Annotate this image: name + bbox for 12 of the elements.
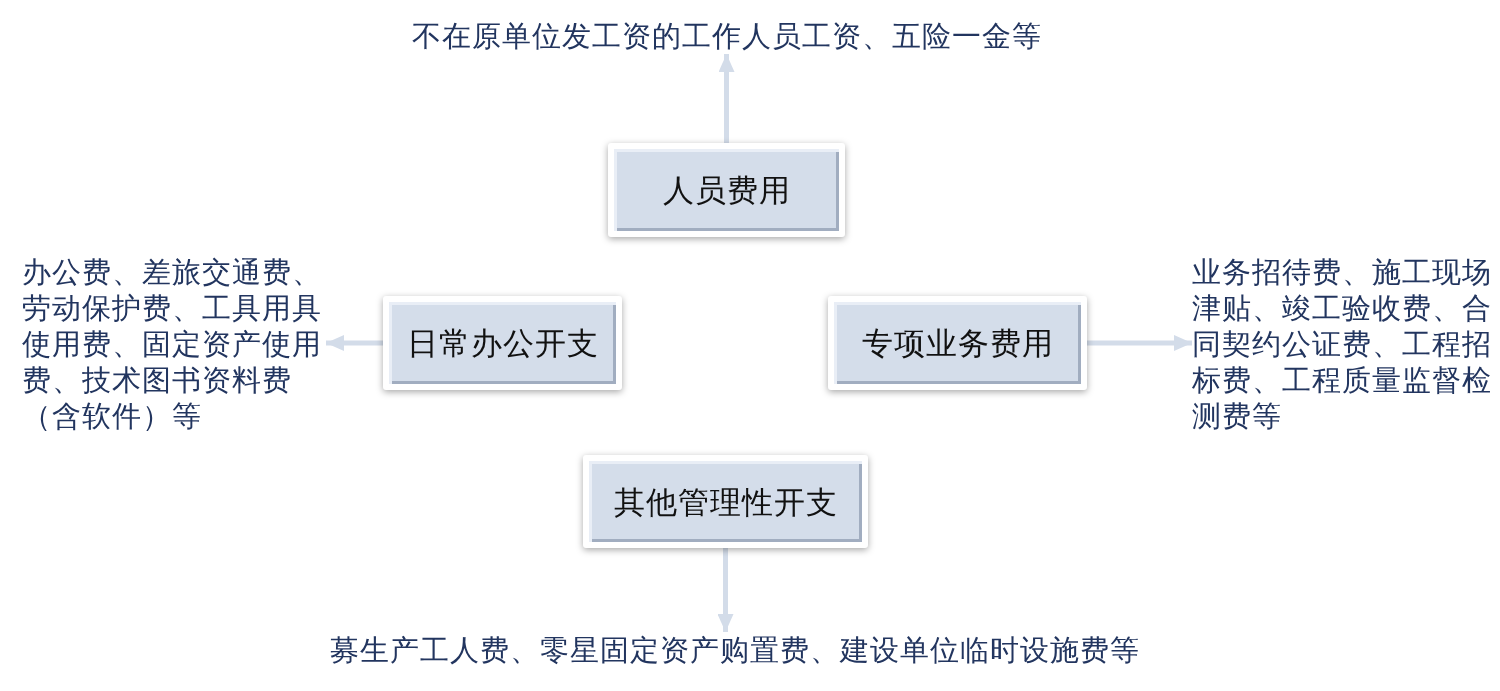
box-label: 其他管理性开支 xyxy=(613,482,838,522)
arrow xyxy=(718,54,735,143)
box-label: 人员费用 xyxy=(662,171,791,210)
arrow xyxy=(717,548,734,632)
description-text: 办公费、差旅交通费、劳动保护费、工具用具使用费、固定资产使用费、技术图书资料费（含软件）等 xyxy=(22,254,326,434)
arrow xyxy=(326,335,383,351)
description-text: 业务招待费、施工现场津贴、竣工验收费、合同契约公证费、工程招标费、工程质量监督检测费等 xyxy=(1192,254,1496,434)
box-label: 专项业务费用 xyxy=(861,324,1054,363)
description-text: 不在原单位发工资的工作人员工资、五险一金等 xyxy=(412,18,1052,54)
arrow xyxy=(1087,335,1192,351)
box-label: 日常办公开支 xyxy=(406,324,599,363)
description-text: 募生产工人费、零星固定资产购置费、建设单位临时设施费等 xyxy=(330,632,1150,668)
